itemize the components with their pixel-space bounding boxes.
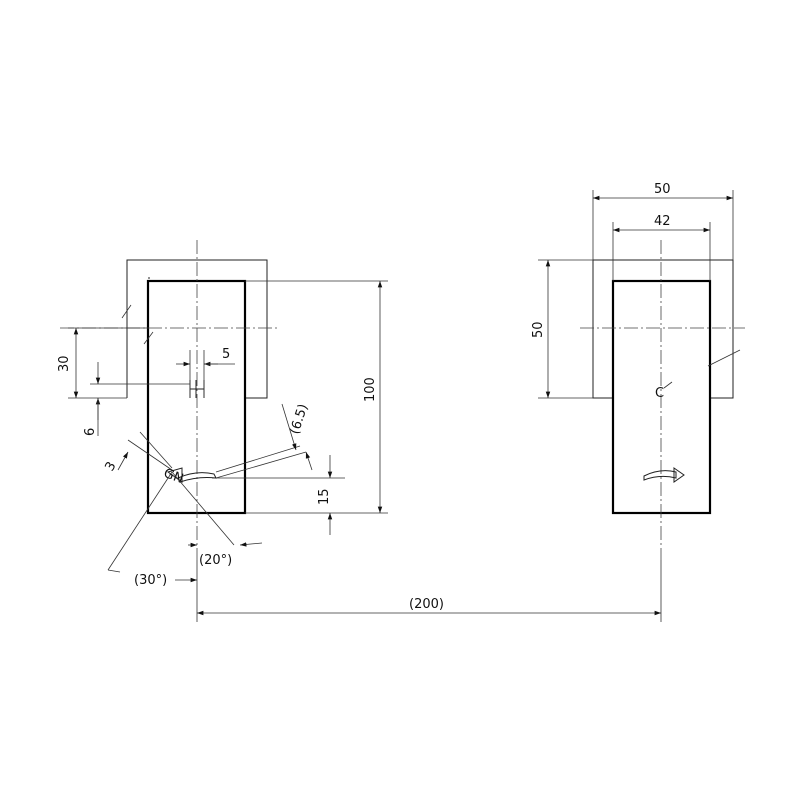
dim-50-top-label: 50 — [654, 182, 671, 197]
dim-65-label: (6.5) — [288, 402, 312, 436]
dim-65-arrow-2 — [305, 451, 313, 471]
right-housing-outline — [592, 259, 734, 399]
mark-c-tick — [663, 381, 673, 389]
dim-30-label: 30 — [57, 355, 72, 372]
dim-3-ext-1 — [127, 439, 173, 471]
dim-65-ext-1 — [215, 445, 301, 473]
right-arrow-head — [673, 467, 685, 483]
right-main-body — [611, 279, 712, 515]
spacing-dimension: (200) — [196, 560, 662, 622]
left-main-body — [146, 279, 247, 515]
part-mark-gn: GN — [162, 466, 186, 487]
right-view: 50 42 50 C — [531, 182, 745, 560]
dim-3-ext-2 — [139, 431, 173, 469]
mark-arrow-head — [166, 467, 183, 483]
dim-65-ext-2 — [215, 451, 307, 479]
dim-65-arrow-1 — [281, 403, 297, 451]
angle-20-arrow-right — [239, 542, 263, 547]
left-housing-outline — [126, 259, 268, 399]
angle-20-leader — [171, 471, 235, 546]
angle-30-ext — [107, 569, 121, 573]
dim-200-label: (200) — [409, 597, 444, 612]
dim-5-label: 5 — [222, 347, 230, 362]
dim-42-label: 42 — [654, 214, 671, 229]
left-view: 5 30 6 100 15 GN (6.5) — [57, 240, 388, 588]
dim-100-label: 100 — [363, 377, 378, 402]
hatch-mark — [121, 304, 132, 319]
angle-30-leader — [107, 471, 173, 571]
angle-30-label: (30°) — [134, 573, 167, 588]
hatch-mark — [707, 349, 741, 367]
dim-3-label: 3 — [102, 459, 119, 474]
part-mark-c: C — [655, 386, 664, 401]
hatch-mark — [143, 331, 154, 345]
dim-3-arrow — [117, 451, 129, 471]
angle-20-label: (20°) — [199, 553, 232, 568]
right-arrow-curve — [643, 470, 677, 481]
dim-15-label: 15 — [317, 488, 332, 505]
dim-6-label: 6 — [83, 428, 98, 436]
dim-50-side-label: 50 — [531, 321, 546, 338]
